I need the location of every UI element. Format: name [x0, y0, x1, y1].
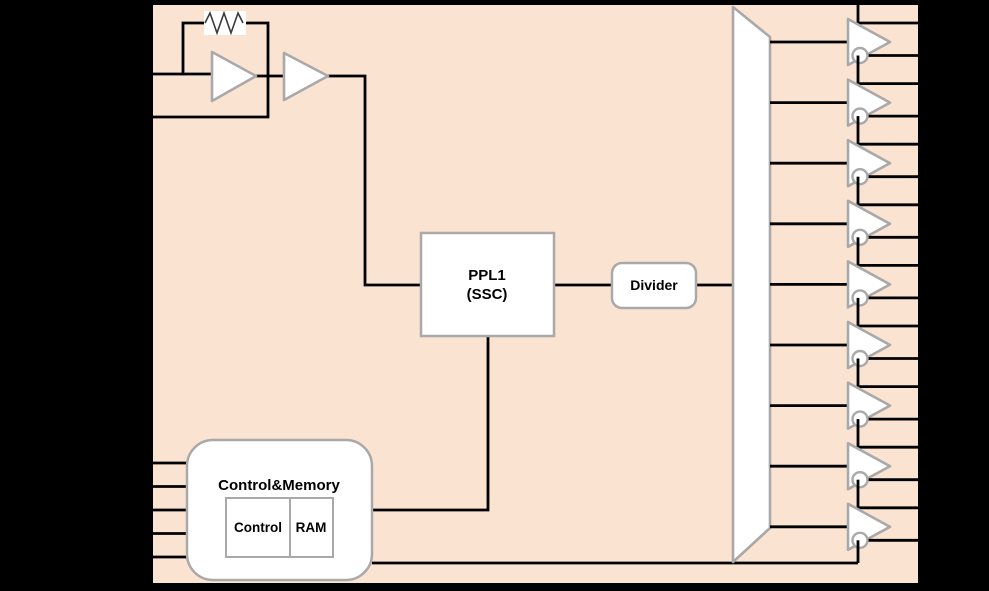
- divider-label: Divider: [630, 277, 678, 293]
- oscillator-amp1-triangle-icon: [210, 50, 258, 103]
- inversion-bubble-icon-5: [851, 289, 869, 307]
- control-sub-box: [225, 497, 291, 558]
- wire-amp2-to-pll: [327, 74, 421, 287]
- control-sub-label: Control: [234, 520, 282, 535]
- control-memory-left-pins: [146, 461, 189, 559]
- inversion-bubble-icon-9: [851, 531, 869, 549]
- pll-label-line1: PPL1: [468, 267, 506, 284]
- resistor-zigzag-icon: [204, 10, 244, 36]
- mux-trapezoid-icon: [731, 5, 772, 564]
- inversion-bubble-icon-3: [851, 167, 869, 186]
- inversion-bubble-icon-4: [851, 228, 869, 247]
- inversion-bubble-icon-7: [851, 410, 869, 428]
- inversion-bubble-icon-2: [851, 107, 869, 125]
- output-buffers: [770, 2, 921, 563]
- control-memory-title: Control&Memory: [218, 477, 340, 494]
- divider-block: Divider: [610, 261, 698, 310]
- oscillator-amp2-triangle-icon: [282, 51, 330, 102]
- pll-block: PPL1 (SSC): [419, 231, 556, 338]
- wires: [148, 21, 858, 565]
- inversion-bubble-icon-8: [851, 471, 869, 489]
- wire-pll-to-control-memory: [372, 336, 490, 512]
- divider-box: [610, 261, 698, 310]
- wire-xtal-out-feedback: [148, 21, 270, 119]
- pll-label-line2: (SSC): [467, 286, 508, 303]
- ram-sub-box: [289, 497, 334, 558]
- inversion-bubble-icon-6: [851, 349, 869, 368]
- ram-sub-label: RAM: [296, 520, 327, 535]
- inversion-bubble-icon-1: [851, 46, 869, 65]
- control-memory-block: Control&Memory Control RAM: [185, 438, 374, 582]
- pll-box: [419, 231, 556, 338]
- feedback-resistor: [204, 10, 246, 36]
